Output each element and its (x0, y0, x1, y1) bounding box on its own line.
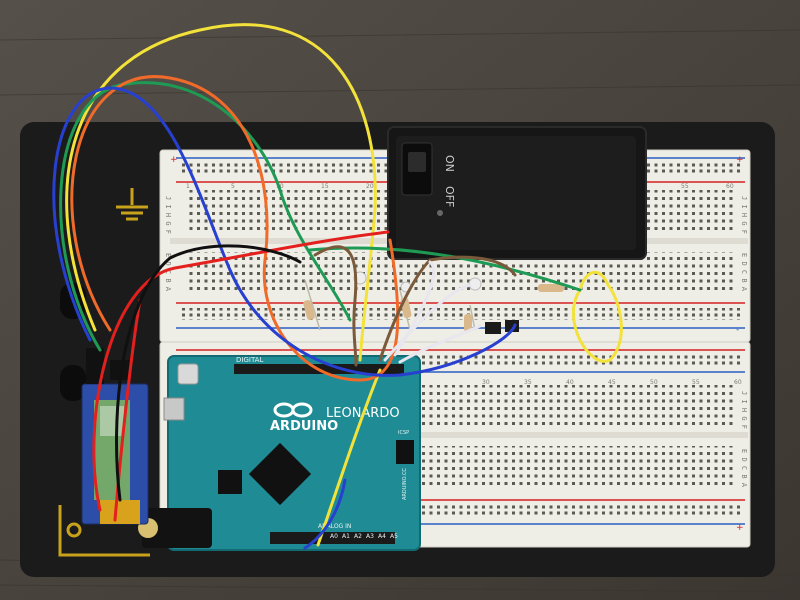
jumper-wires (52, 23, 623, 550)
wireless-module (81, 348, 149, 525)
arduino-infinity-logo-icon (273, 402, 313, 418)
wire-black (115, 244, 302, 502)
wire-white-2 (398, 324, 482, 364)
column-number-label: 45 (608, 379, 616, 386)
column-number-label: 15 (321, 183, 329, 190)
arduino-brand: ARDUINO (270, 419, 338, 434)
rail-plus-label-bottom: + (736, 523, 744, 533)
analog-pin-labels: A0 A1 A2 A3 A4 A5 (330, 533, 398, 540)
digital-header-label: DIGITAL (236, 356, 263, 364)
wire-red (92, 230, 390, 512)
column-number-label: 50 (650, 379, 658, 386)
column-number-label: 1 (186, 183, 190, 190)
analog-pin-label: A4 (378, 533, 386, 540)
resistors (303, 279, 564, 332)
analog-pin-label: A2 (354, 533, 362, 540)
analog-pin-label: A5 (390, 533, 398, 540)
rail-plus-label-right: + (736, 155, 744, 165)
transistors (485, 320, 519, 334)
column-number-label: 60 (726, 183, 734, 190)
arduino-leonardo-board: DIGITAL ARDUINO LEONARDO ANALOG IN ICSP … (163, 355, 421, 551)
wire-yellow-2 (316, 368, 382, 547)
analog-pin-label: A0 (330, 533, 338, 540)
rail-minus-label: - (736, 325, 739, 335)
column-number-label: 35 (524, 379, 532, 386)
reset-button[interactable] (177, 363, 199, 385)
row-letters-top-left: J I H G F (164, 196, 172, 234)
wire-yellow (65, 23, 377, 362)
battery-box: ON OFF (387, 126, 647, 260)
column-number-label: 5 (231, 183, 235, 190)
rail-plus-label: + (170, 155, 178, 165)
wire-orange (70, 75, 400, 382)
wire-brown-2 (378, 255, 517, 362)
column-number-label: 55 (681, 183, 689, 190)
wire-green-2 (308, 246, 582, 292)
analog-header-label: ANALOG IN (318, 523, 351, 530)
row-letters-bottom-right: E D C B A (740, 253, 748, 292)
column-number-label: 60 (734, 379, 742, 386)
column-number-label: 55 (692, 379, 700, 386)
analog-pin-label: A1 (342, 533, 350, 540)
plate-yellow-frame (58, 505, 150, 557)
row-letters-lower-top: J I H G F (740, 391, 748, 429)
column-number-label: 40 (566, 379, 574, 386)
column-number-label: 30 (482, 379, 490, 386)
wire-blue-2 (303, 478, 347, 550)
wire-yellow-loop (572, 271, 623, 363)
wire-red-2 (113, 298, 142, 522)
wire-blue (52, 86, 517, 377)
row-letters-lower-bottom: E D C B A (740, 449, 748, 488)
wire-brown (313, 245, 358, 367)
switch-off-label: OFF (443, 186, 456, 207)
analog-pin-label: A3 (366, 533, 374, 540)
row-letters-top-right: J I H G F (740, 196, 748, 234)
column-numbers-bottom: 30 35 40 45 50 55 60 (482, 379, 742, 386)
switch-on-label: ON (443, 155, 456, 172)
dc-power-jack (138, 508, 212, 548)
ground-symbol-icon (116, 188, 148, 221)
breadboard-labels: J I H G F E D C B A J I H G F E D C B A … (164, 155, 748, 533)
arduino-site-label: ARDUINO.CC (402, 468, 408, 500)
column-number-label: 20 (366, 183, 374, 190)
usb-port[interactable] (163, 397, 185, 421)
icsp-label: ICSP (398, 430, 409, 436)
row-letters-bottom-left: E D C B A (164, 253, 172, 292)
wire-white (383, 260, 472, 362)
